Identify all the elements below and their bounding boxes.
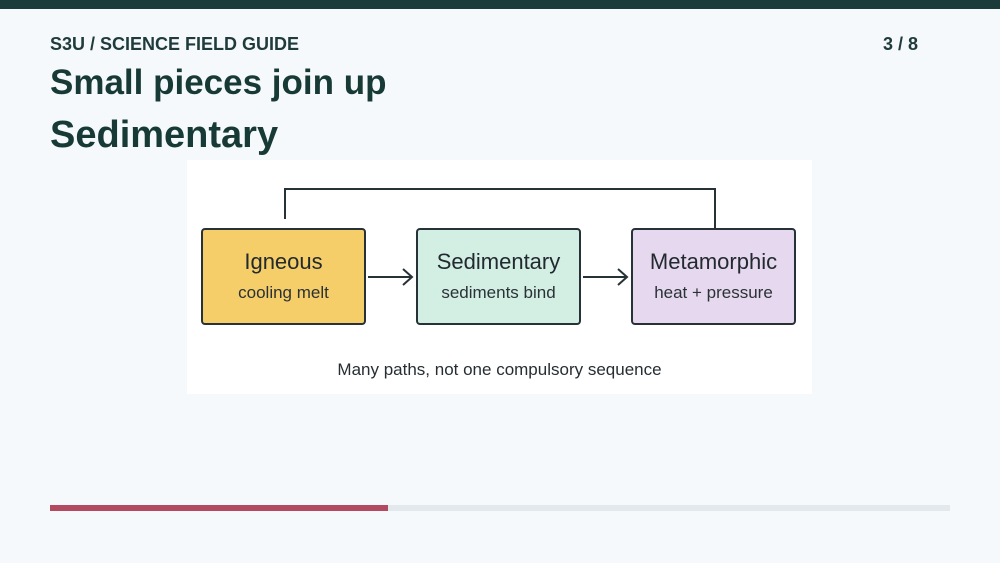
progress-track [50, 505, 950, 511]
node-label: Metamorphic [649, 249, 778, 274]
progress-fill [50, 505, 388, 511]
node-igneous: Igneous cooling melt [201, 228, 366, 325]
slide-subtitle: Sedimentary [50, 114, 279, 156]
slide-title: Small pieces join up [50, 63, 387, 102]
diagram-connectors [284, 188, 716, 286]
node-label: Igneous [244, 249, 323, 274]
node-description: heat + pressure [654, 283, 773, 302]
node-description: cooling melt [238, 283, 329, 302]
node-sedimentary: Sedimentary sediments bind [416, 228, 581, 325]
loop-connector [284, 188, 716, 228]
arrowhead-sedimentary-to-metamorphic [617, 268, 629, 286]
arrowhead-igneous-to-sedimentary [402, 268, 414, 286]
top-accent-bar [0, 0, 1000, 9]
diagram-caption: Many paths, not one compulsory sequence [337, 360, 662, 379]
node-metamorphic: Metamorphic heat + pressure [631, 228, 796, 325]
node-label: Sedimentary [436, 249, 561, 274]
course-label: S3U / SCIENCE FIELD GUIDE [50, 34, 300, 54]
page-counter: 3 / 8 [882, 34, 918, 54]
rock-cycle-diagram: Igneous cooling melt Sedimentary sedimen… [187, 160, 812, 394]
node-description: sediments bind [441, 283, 556, 302]
